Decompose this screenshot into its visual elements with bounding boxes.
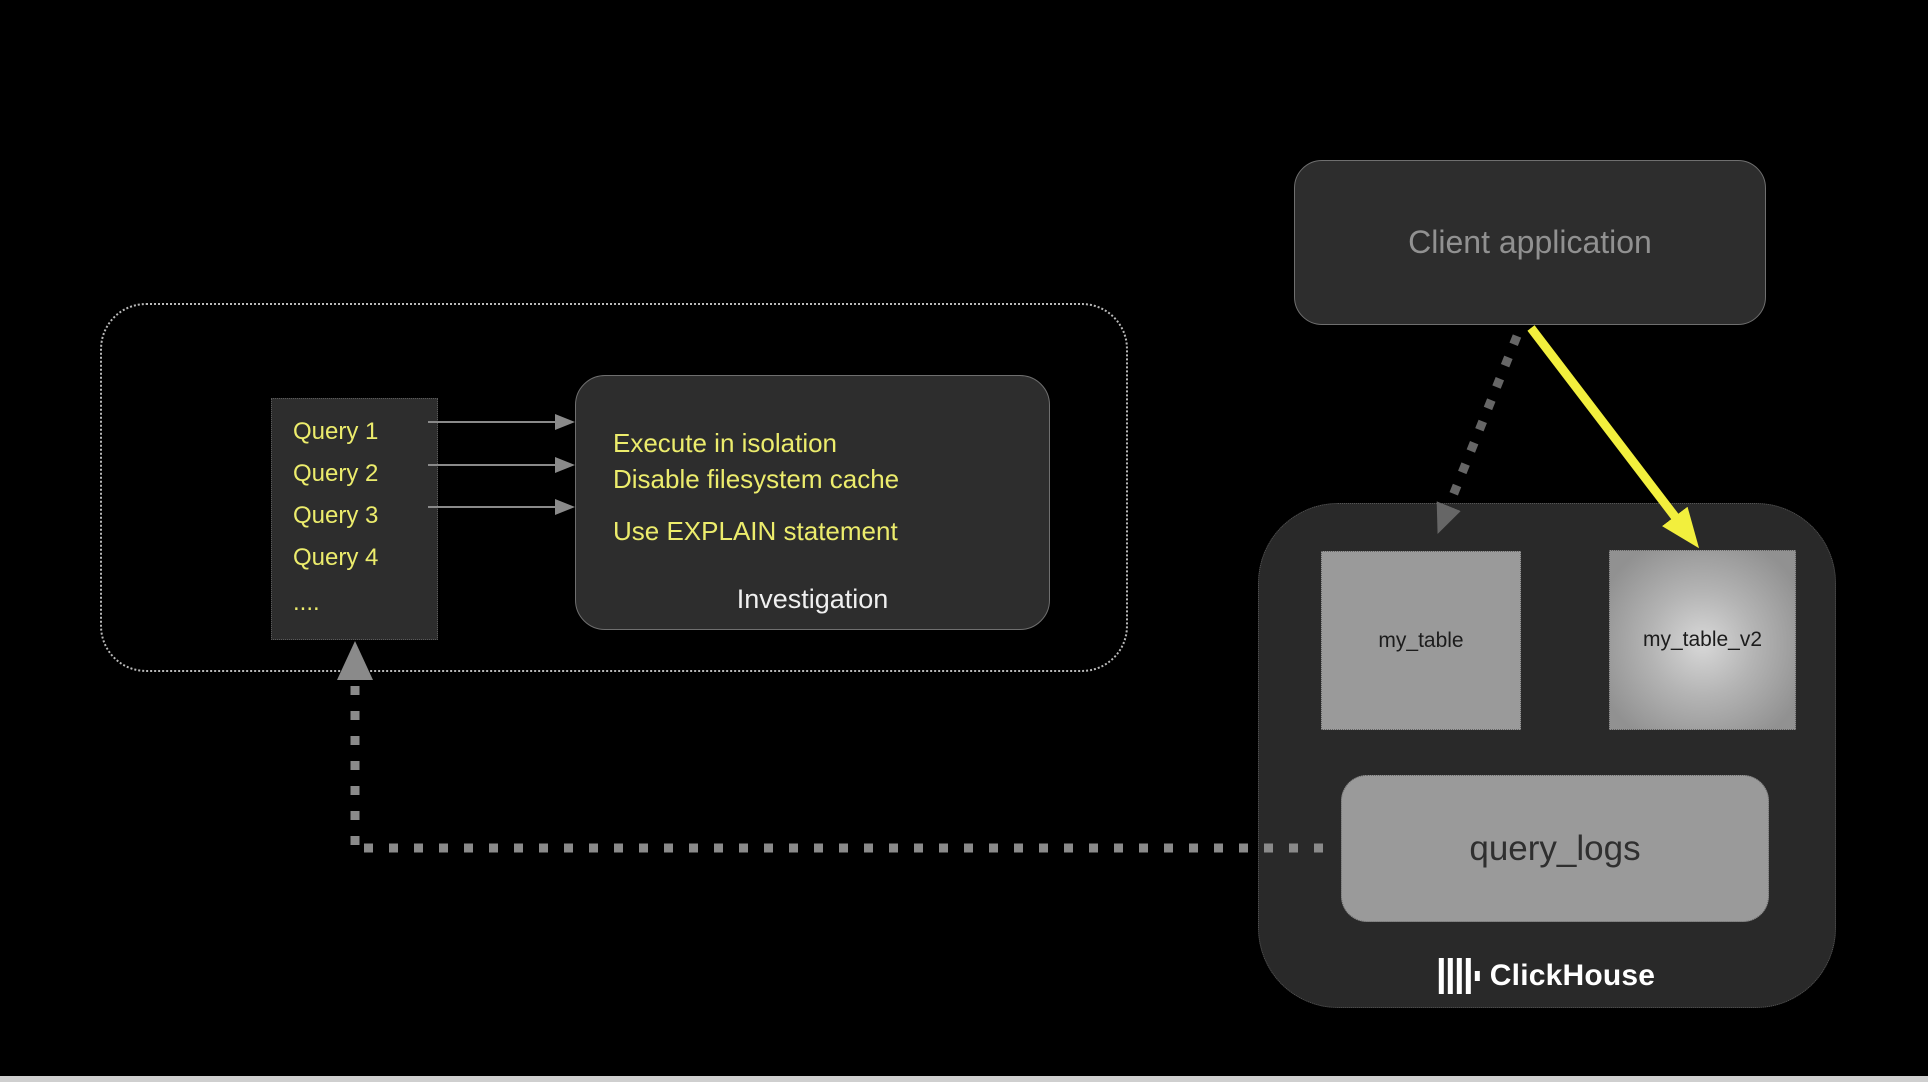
query-item-ellipsis: .... — [293, 589, 320, 616]
investigation-group-outline — [100, 303, 1128, 672]
client-application-label: Client application — [1408, 224, 1652, 260]
client-application-box: Client application — [1294, 160, 1766, 325]
query-item: Query 1 — [293, 418, 379, 445]
clickhouse-brand: ClickHouse — [1438, 957, 1656, 995]
investigation-note: Execute in isolation — [613, 428, 838, 458]
bottom-edge-strip — [0, 1076, 1928, 1082]
query-item: Query 2 — [293, 460, 379, 487]
query-item: Query 4 — [293, 544, 379, 571]
clickhouse-container: my_table my_table_v2 query_logs ClickHou… — [1258, 503, 1836, 1008]
my-table-label: my_table — [1378, 628, 1464, 652]
my-table-box: my_table — [1321, 551, 1521, 730]
my-table-v2-box: my_table_v2 — [1609, 550, 1796, 730]
client-to-my-table-v2-arrow — [1527, 325, 1700, 549]
investigation-note: Use EXPLAIN statement — [613, 516, 898, 546]
query-item: Query 3 — [293, 502, 379, 529]
query-logs-label: query_logs — [1469, 828, 1641, 868]
investigation-caption: Investigation — [736, 584, 889, 614]
client-to-my-table-arrow — [1436, 334, 1522, 534]
my-table-v2-label: my_table_v2 — [1642, 628, 1763, 651]
query-logs-box: query_logs — [1341, 775, 1769, 922]
query-list-box: Query 1 Query 2 Query 3 Query 4 .... — [271, 398, 438, 640]
clickhouse-brand-name: ClickHouse — [1489, 959, 1656, 992]
investigation-box: Execute in isolation Disable filesystem … — [575, 375, 1050, 630]
clickhouse-logo-icon — [1438, 957, 1480, 995]
investigation-note: Disable filesystem cache — [613, 464, 900, 494]
